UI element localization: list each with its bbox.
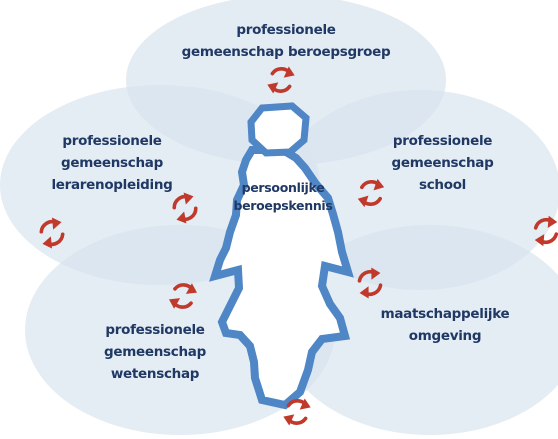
label-line: gemeenschap beroepsgroep xyxy=(181,44,391,60)
label-line: omgeving xyxy=(408,328,482,344)
label-line: professionele xyxy=(236,22,336,38)
label-wetenschap: professionele gemeenschap wetenschap xyxy=(80,319,230,385)
label-school: professionele gemeenschap school xyxy=(370,130,515,196)
label-line: professionele xyxy=(62,133,162,149)
label-line: gemeenschap xyxy=(391,155,494,171)
label-center: persoonlijke beroepskennis xyxy=(228,179,338,215)
person-head xyxy=(247,102,310,157)
person-figure-icon xyxy=(209,102,354,410)
label-line: gemeenschap xyxy=(104,344,206,360)
label-beroepsgroep: professionele gemeenschap beroepsgroep xyxy=(166,19,406,63)
label-line: persoonlijke xyxy=(241,180,325,195)
label-lerarenopleiding: professionele gemeenschap lerarenopleidi… xyxy=(32,130,192,196)
label-line: wetenschap xyxy=(110,366,200,382)
label-line: beroepskennis xyxy=(233,198,333,213)
label-line: gemeenschap xyxy=(61,155,163,171)
label-maatschappij: maatschappelijke omgeving xyxy=(370,303,520,347)
label-line: maatschappelijke xyxy=(380,306,510,322)
label-line: professionele xyxy=(392,133,493,149)
label-line: lerarenopleiding xyxy=(51,177,173,193)
person-body xyxy=(209,146,354,410)
ellipse-maatschappij xyxy=(280,225,558,435)
label-line: school xyxy=(418,177,467,193)
label-line: professionele xyxy=(105,322,205,338)
